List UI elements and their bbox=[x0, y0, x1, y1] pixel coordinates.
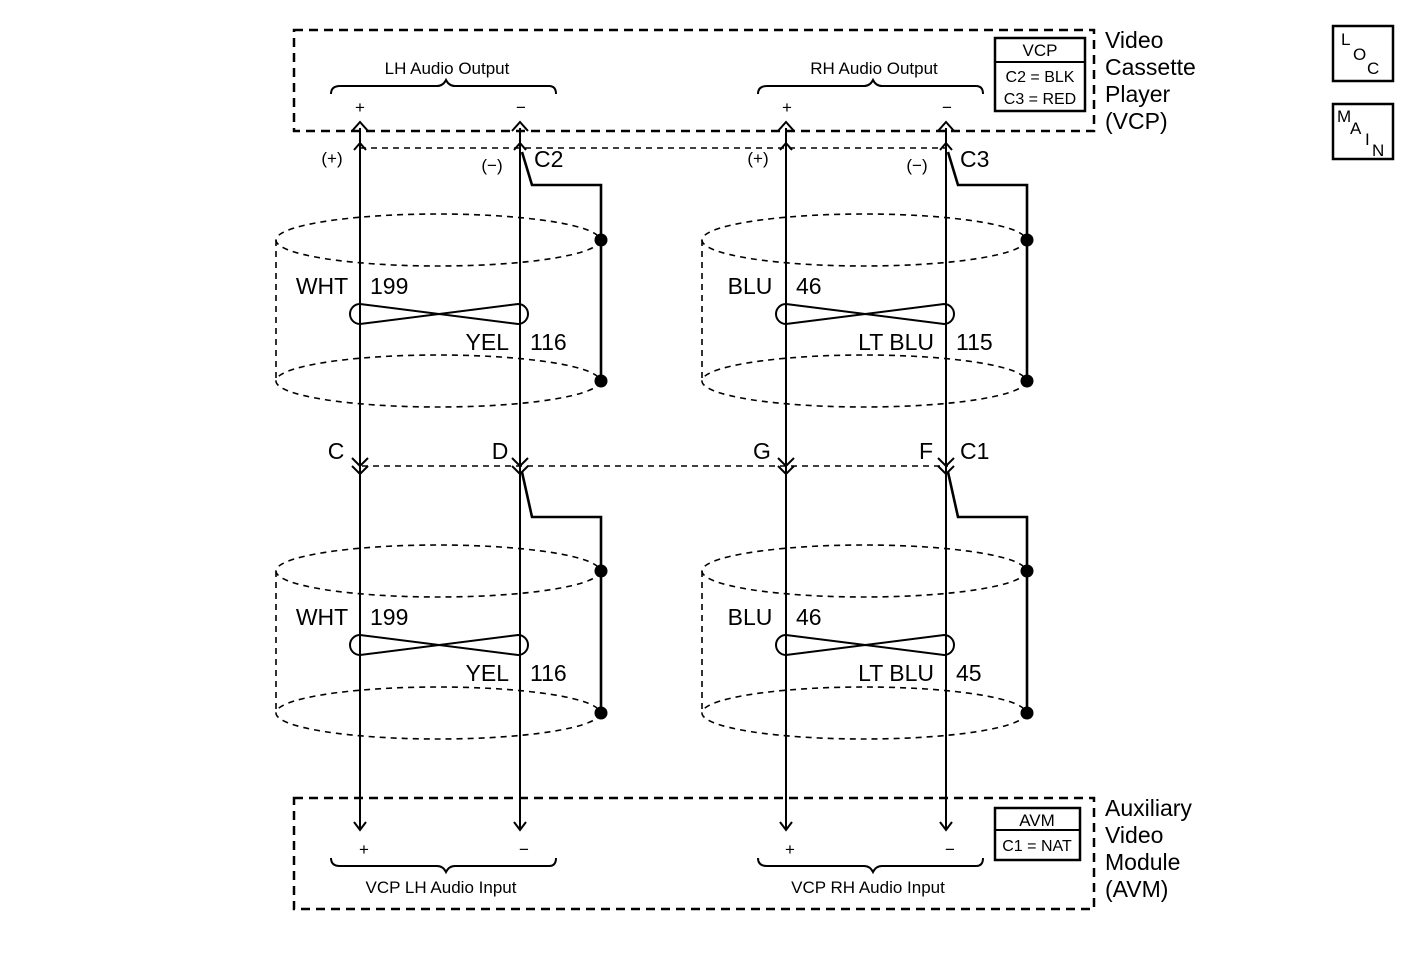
pin-c-label: C bbox=[328, 438, 345, 464]
rh-audio-output-label: RH Audio Output bbox=[810, 59, 938, 78]
drain-lower-left bbox=[520, 471, 603, 713]
lh-input-brace bbox=[330, 857, 557, 875]
twist-lower-left bbox=[349, 633, 529, 657]
drain-upper-left bbox=[520, 151, 603, 382]
upper-left-color1: WHT bbox=[296, 273, 348, 299]
vcp-box-line-1: C2 = BLK bbox=[1006, 69, 1075, 86]
lh-output-brace bbox=[330, 77, 557, 95]
shield-lower-right bbox=[701, 544, 1034, 740]
loc-letter-o: O bbox=[1353, 45, 1366, 64]
main-letter-i: I bbox=[1365, 130, 1370, 149]
upper-right-color1: BLU bbox=[728, 273, 773, 299]
twist-upper-left bbox=[349, 302, 529, 326]
connector-c3-label: C3 bbox=[960, 146, 989, 172]
vcp-lh-audio-input-label: VCP LH Audio Input bbox=[366, 878, 517, 897]
rh-input-brace bbox=[757, 857, 984, 875]
vcp-connector-box: VCP C2 = BLK C3 = RED bbox=[993, 36, 1087, 113]
vcp-name-line-1: Video bbox=[1105, 27, 1163, 53]
drain-lower-right bbox=[946, 471, 1029, 713]
vcp-rh-plus: + bbox=[782, 98, 792, 117]
upper-left-circuit2: 116 bbox=[530, 329, 567, 355]
avm-box-line-1: C1 = NAT bbox=[1002, 838, 1072, 855]
upper-right-circuit1: 46 bbox=[796, 273, 822, 299]
twist-lower-right bbox=[775, 633, 955, 657]
upper-right-color2: LT BLU bbox=[858, 329, 934, 355]
loc-button[interactable]: L O C bbox=[1331, 24, 1395, 83]
avm-rh-minus: − bbox=[945, 840, 955, 859]
vcp-name-line-2: Cassette bbox=[1105, 54, 1196, 80]
shield-upper-left bbox=[275, 213, 608, 408]
avm-name-line-1: Auxiliary bbox=[1105, 795, 1192, 821]
connector-c2-label: C2 bbox=[534, 146, 563, 172]
vcp-rh-audio-input-label: VCP RH Audio Input bbox=[791, 878, 945, 897]
avm-lh-minus: − bbox=[519, 840, 529, 859]
vcp-box-line-2: C3 = RED bbox=[1004, 91, 1076, 108]
lower-left-color2: YEL bbox=[466, 660, 510, 686]
vcp-lh-plus: + bbox=[355, 98, 365, 117]
lower-left-circuit1: 199 bbox=[370, 604, 408, 630]
lower-right-circuit2: 45 bbox=[956, 660, 982, 686]
wire-lh-minus-paren: (−) bbox=[481, 156, 502, 175]
lower-right-color1: BLU bbox=[728, 604, 773, 630]
avm-outline bbox=[292, 796, 1096, 911]
lh-audio-output-label: LH Audio Output bbox=[385, 59, 510, 78]
lower-right-color2: LT BLU bbox=[858, 660, 934, 686]
avm-name-line-2: Video bbox=[1105, 822, 1163, 848]
avm-lh-plus: + bbox=[359, 840, 369, 859]
avm-rh-plus: + bbox=[785, 840, 795, 859]
vcp-rh-minus: − bbox=[942, 98, 952, 117]
pin-g-label: G bbox=[753, 438, 771, 464]
main-letter-m: M bbox=[1337, 107, 1351, 126]
main-button[interactable]: M A I N bbox=[1331, 102, 1395, 161]
wire-rh-minus-paren: (−) bbox=[906, 156, 927, 175]
vcp-pin-symbols bbox=[351, 120, 955, 151]
avm-name: Auxiliary Video Module (AVM) bbox=[1105, 795, 1192, 902]
loc-letter-c: C bbox=[1367, 59, 1379, 78]
shield-lower-left bbox=[275, 544, 608, 740]
upper-left-color2: YEL bbox=[466, 329, 510, 355]
drain-upper-right bbox=[946, 151, 1029, 382]
vcp-name: Video Cassette Player (VCP) bbox=[1105, 27, 1196, 134]
inline-connector-symbols bbox=[351, 457, 955, 476]
avm-name-line-3: Module bbox=[1105, 849, 1180, 875]
vcp-box-title: VCP bbox=[1023, 41, 1058, 60]
lower-left-circuit2: 116 bbox=[530, 660, 567, 686]
pin-f-label: F bbox=[919, 438, 933, 464]
connector-c1-label: C1 bbox=[960, 438, 989, 464]
main-letter-n: N bbox=[1372, 141, 1384, 160]
loc-letter-l: L bbox=[1341, 30, 1350, 49]
avm-name-line-4: (AVM) bbox=[1105, 876, 1168, 902]
wire-lh-plus-paren: (+) bbox=[321, 149, 342, 168]
pin-d-label: D bbox=[492, 438, 509, 464]
shield-upper-right bbox=[701, 213, 1034, 408]
main-letter-a: A bbox=[1350, 119, 1362, 138]
twist-upper-right bbox=[775, 302, 955, 326]
avm-box-title: AVM bbox=[1019, 811, 1055, 830]
rh-output-brace bbox=[757, 77, 984, 95]
vcp-lh-minus: − bbox=[516, 98, 526, 117]
lower-left-color1: WHT bbox=[296, 604, 348, 630]
wire-rh-plus-paren: (+) bbox=[747, 149, 768, 168]
avm-arrowheads bbox=[353, 821, 953, 832]
lower-right-circuit1: 46 bbox=[796, 604, 822, 630]
upper-left-circuit1: 199 bbox=[370, 273, 408, 299]
vcp-name-line-3: Player bbox=[1105, 81, 1171, 107]
upper-right-circuit2: 115 bbox=[956, 329, 993, 355]
vcp-name-line-4: (VCP) bbox=[1105, 108, 1168, 134]
vcp-outline bbox=[292, 28, 1096, 133]
avm-connector-box: AVM C1 = NAT bbox=[993, 806, 1082, 862]
